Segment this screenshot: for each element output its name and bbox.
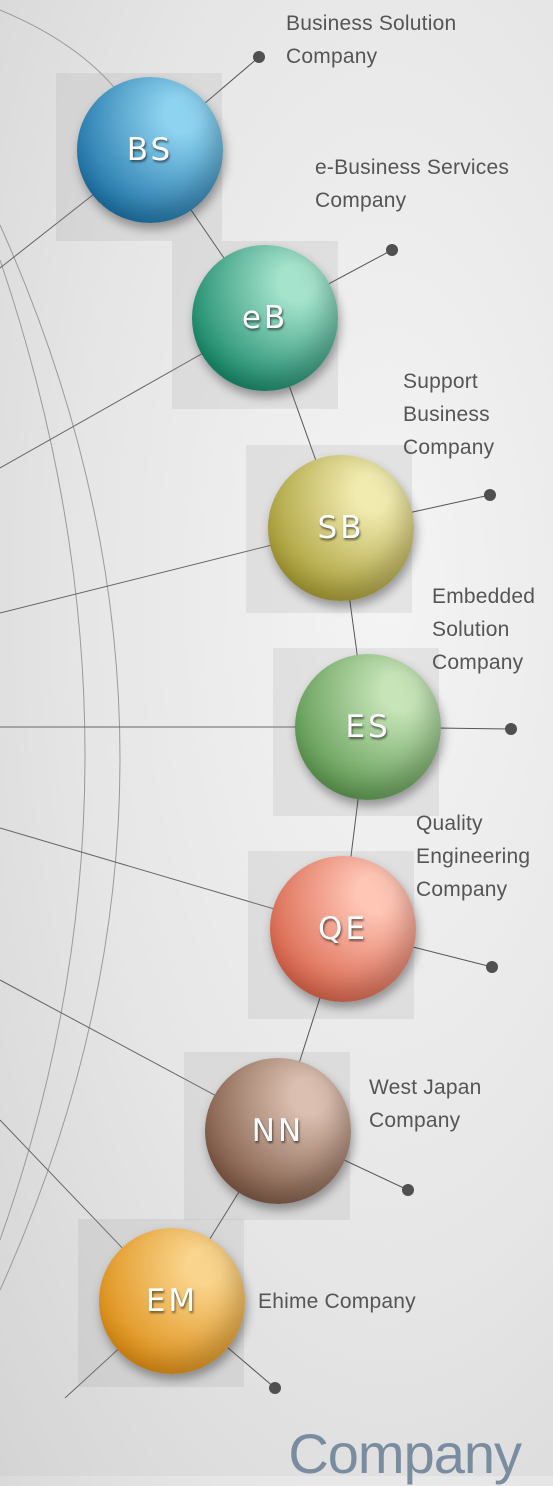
company-bubble-nn[interactable]: NN <box>205 1058 351 1204</box>
company-bubble-eb[interactable]: eB <box>192 245 338 391</box>
connector-dot-em <box>269 1382 281 1394</box>
company-name-eb[interactable]: e-Business Services Company <box>315 156 510 212</box>
company-name-es[interactable]: Embedded Solution Company <box>432 585 536 674</box>
company-name-qe[interactable]: Quality Engineering Company <box>416 812 531 901</box>
company-code-eb: eB <box>241 300 289 336</box>
company-code-sb: SB <box>317 510 365 546</box>
connector-dot-es <box>505 723 517 735</box>
company-bubble-sb[interactable]: SB <box>268 455 414 601</box>
connector-dot-qe <box>486 961 498 973</box>
company-code-nn: NN <box>251 1113 305 1149</box>
connector-dot-eb <box>386 244 398 256</box>
company-code-es: ES <box>345 709 391 745</box>
company-code-em: EM <box>145 1283 199 1319</box>
connector-dot-bs <box>253 51 265 63</box>
company-code-bs: BS <box>126 132 174 168</box>
company-bubble-em[interactable]: EM <box>99 1228 245 1374</box>
connector-dot-sb <box>484 489 496 501</box>
company-bubble-es[interactable]: ES <box>295 654 441 800</box>
section-title: Company <box>288 1422 522 1485</box>
connector-dot-nn <box>402 1184 414 1196</box>
company-name-bs[interactable]: Business Solution Company <box>286 12 457 68</box>
company-name-sb[interactable]: Support Business Company <box>403 370 495 459</box>
company-name-nn[interactable]: West Japan Company <box>369 1076 482 1132</box>
company-bubble-qe[interactable]: QE <box>270 856 416 1002</box>
company-code-qe: QE <box>318 911 368 947</box>
company-bubble-bs[interactable]: BS <box>77 77 223 223</box>
company-name-em[interactable]: Ehime Company <box>258 1290 416 1313</box>
